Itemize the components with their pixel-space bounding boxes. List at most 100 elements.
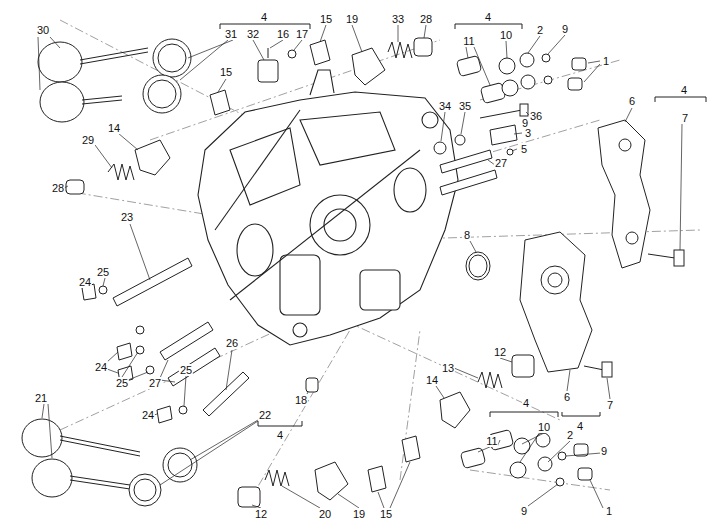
callout-number: 14 [425,374,439,386]
drawing-part [113,258,192,306]
drawing-part [352,48,385,85]
callout-number: 35 [458,100,472,112]
callout-number: 10 [499,29,513,41]
callout-number: 19 [345,13,359,25]
drawing-part [514,438,530,454]
drawing-part [198,92,458,345]
drawing-part [122,352,138,377]
callout-number: 30 [36,24,50,36]
drawing-part [588,61,600,63]
drawing-part [514,133,522,134]
drawing-part [38,37,40,90]
drawing-part [390,462,410,508]
callout-number: 9 [561,23,569,35]
drawing-part [320,25,326,42]
drawing-part [434,142,446,154]
drawing-part [190,420,258,460]
callout-number: 31 [224,28,238,40]
drawing-part [158,44,186,72]
drawing-part [590,480,603,508]
callout-number: 24 [78,276,92,288]
drawing-part [107,369,118,373]
drawing-part [153,39,191,77]
drawing-part [521,75,535,89]
drawing-part [490,412,558,417]
drawing-part [512,149,517,151]
drawing-part [129,474,161,506]
drawing-part [502,80,518,96]
drawing-part [148,80,176,108]
drawing-part [282,486,320,508]
callout-number: 34 [438,100,452,112]
callout-number: 1 [602,55,610,67]
drawing-part [441,112,445,141]
drawing-part [82,96,122,100]
drawing-part [117,343,132,360]
drawing-part [510,462,526,478]
drawing-part [118,133,138,150]
callout-number: 8 [463,229,471,241]
drawing-part [168,348,220,386]
drawing-part [215,110,300,230]
drawing-part [520,432,540,462]
callout-number: 28 [51,182,65,194]
drawing-part [507,149,513,155]
drawing-part [400,330,420,480]
drawing-part [584,366,604,370]
callout-number: 32 [246,28,260,40]
drawing-part [163,448,197,482]
drawing-part [422,112,438,128]
drawing-part [680,124,682,250]
drawing-part [469,255,487,277]
drawing-part [578,468,592,480]
drawing-part [288,50,296,58]
callout-number: 16 [276,28,290,40]
drawing-part [466,47,468,58]
drawing-part [238,487,260,507]
drawing-part [130,224,150,280]
drawing-part [567,370,570,391]
drawing-part [602,362,612,377]
drawing-part [548,35,565,54]
drawing-part [562,412,600,416]
brackets [220,24,706,426]
drawing-part [66,180,84,194]
drawing-part [143,75,181,113]
callout-number: 2 [566,429,574,441]
drawing-part [388,42,412,58]
callout-number: 4 [576,420,584,432]
callout-number: 6 [628,95,636,107]
drawing-part [470,241,476,252]
leader-lines [38,25,682,508]
drawing-part [456,55,481,76]
drawing-part [157,406,172,423]
callout-number: 5 [520,143,528,155]
drawing-part [82,100,122,104]
drawing-part [179,406,187,414]
callout-number: 36 [529,110,543,122]
callout-number: 2 [536,24,544,36]
drawing-part [160,380,175,382]
drawing-part [306,378,318,392]
callout-number: 33 [391,13,405,25]
drawing-part [440,392,470,428]
drawing-part [293,323,307,337]
callout-number: 15 [319,13,333,25]
drawing-part [188,40,233,58]
drawing-part [108,164,134,180]
callout-number: 27 [494,157,508,169]
drawing-part [310,195,370,255]
drawing-part [655,97,706,102]
drawing-part [568,78,582,90]
drawing-part [60,20,700,500]
drawing-part [32,459,72,497]
callout-number: 26 [225,337,239,349]
drawing-part [60,320,300,430]
callout-number: 13 [441,362,455,374]
drawing-part [210,90,230,115]
drawing-part [626,232,638,244]
callout-number: 10 [537,421,551,433]
drawing-part [253,40,264,60]
drawing-part [398,25,399,42]
